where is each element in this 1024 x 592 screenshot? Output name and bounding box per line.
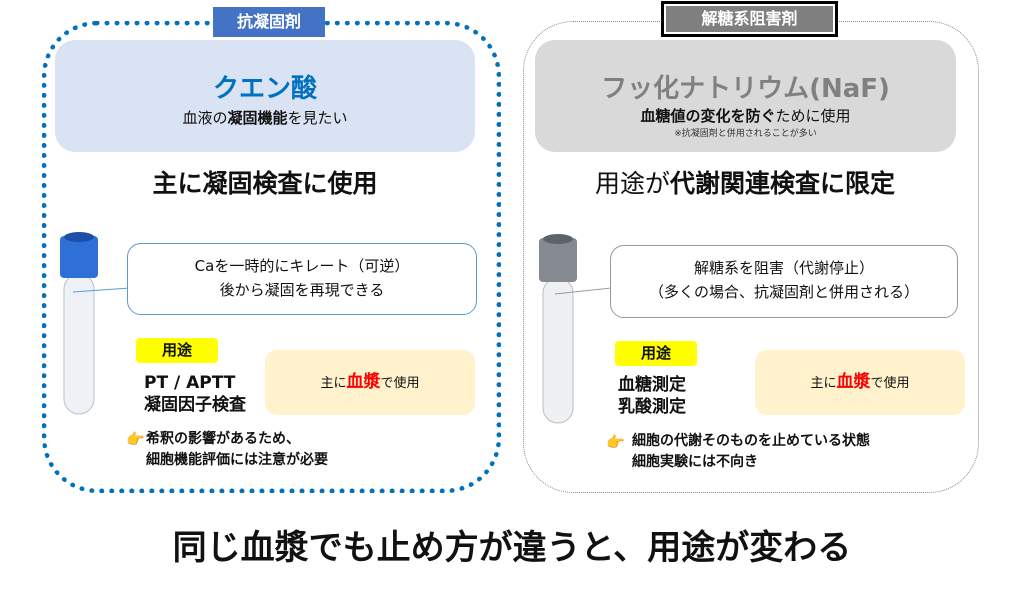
use-item: 血糖測定 xyxy=(618,375,686,395)
conclusion: 同じ血漿でも止め方が違うと、用途が変わる xyxy=(172,528,852,568)
sub-post: ために使用 xyxy=(775,107,851,125)
sub-bold: 凝固機能 xyxy=(227,109,288,127)
pointing-hand-icon: 👉 xyxy=(606,433,625,451)
callout-line: 解糖系を阻害（代謝停止） xyxy=(693,259,874,277)
callout-line: （多くの場合、抗凝固剤と併用される） xyxy=(648,283,919,301)
use-item: 乳酸測定 xyxy=(618,397,686,417)
plasma-pre: 主に xyxy=(810,376,837,391)
use-label: 用途 xyxy=(136,338,218,363)
callout-line: Caを一時的にキレート（可逆） xyxy=(194,257,410,275)
naf-uses: 血糖測定 乳酸測定 xyxy=(618,374,686,418)
use-label: 用途 xyxy=(615,341,697,366)
pointing-hand-icon: 👉 xyxy=(126,430,145,448)
plasma-post: で使用 xyxy=(380,376,420,391)
citrate-uses: PT / APTT 凝固因子検査 xyxy=(144,372,246,416)
sub-bold: 血糖値の変化を防ぐ xyxy=(640,107,776,125)
sub-pre: 血液の xyxy=(182,109,228,127)
plasma-post: で使用 xyxy=(870,376,910,391)
headline-pre: 用途が xyxy=(594,169,670,198)
plasma-pre: 主に xyxy=(320,376,347,391)
blue-cap-tube-icon xyxy=(60,232,130,415)
tip-line: 希釈の影響があるため、 xyxy=(146,431,300,447)
naf-note: ※抗凝固剤と併用されることが多い xyxy=(674,129,817,139)
citrate-tip: 希釈の影響があるため、 細胞機能評価には注意が必要 xyxy=(146,429,328,471)
naf-subtitle: 血糖値の変化を防ぐために使用 xyxy=(535,105,956,126)
citrate-headline: 主に凝固検査に使用 xyxy=(152,169,378,198)
naf-headline: 用途が代謝関連検査に限定 xyxy=(535,164,955,200)
naf-callout: 解糖系を阻害（代謝停止） （多くの場合、抗凝固剤と併用される） xyxy=(610,245,958,318)
citrate-title: クエン酸 xyxy=(212,74,317,104)
anticoagulant-tag: 抗凝固剤 xyxy=(213,7,325,37)
citrate-header: クエン酸 血液の凝固機能を見たい xyxy=(55,40,475,152)
plasma-red: 血漿 xyxy=(346,372,381,392)
citrate-callout: Caを一時的にキレート（可逆） 後から凝固を再現できる xyxy=(127,243,477,315)
naf-header: フッ化ナトリウム(NaF) 血糖値の変化を防ぐために使用 ※抗凝固剤と併用される… xyxy=(535,40,956,152)
tip-line: 細胞実験には不向き xyxy=(632,454,758,470)
glycolysis-inhibitor-tag: 解糖系阻害剤 xyxy=(661,1,838,37)
tip-line: 細胞の代謝そのものを止めている状態 xyxy=(632,433,870,449)
naf-tip: 細胞の代謝そのものを止めている状態 細胞実験には不向き xyxy=(632,431,870,473)
gray-cap-tube-icon xyxy=(539,234,612,424)
tip-line: 細胞機能評価には注意が必要 xyxy=(146,452,328,468)
plasma-red: 血漿 xyxy=(836,372,871,392)
callout-line: 後から凝固を再現できる xyxy=(219,281,385,299)
use-item: PT / APTT xyxy=(144,373,236,393)
citrate-subtitle: 血液の凝固機能を見たい xyxy=(55,107,475,128)
use-item: 凝固因子検査 xyxy=(144,395,246,415)
naf-title: フッ化ナトリウム(NaF) xyxy=(601,74,890,104)
headline-bold: 代謝関連検査に限定 xyxy=(670,169,896,198)
sub-post: を見たい xyxy=(287,109,348,127)
plasma-box: 主に血漿で使用 xyxy=(755,350,965,415)
plasma-box: 主に血漿で使用 xyxy=(265,350,475,415)
